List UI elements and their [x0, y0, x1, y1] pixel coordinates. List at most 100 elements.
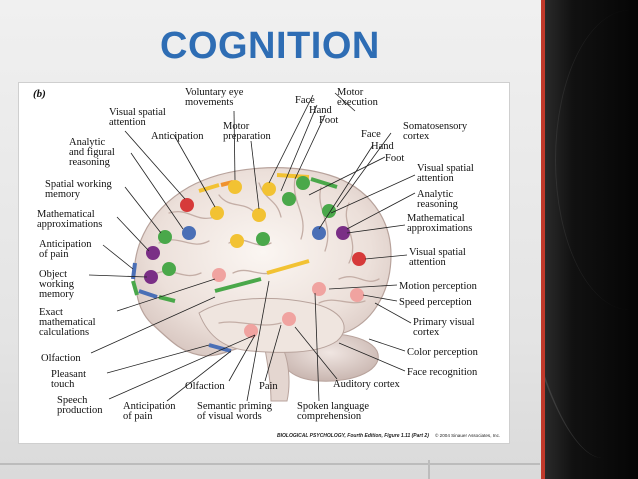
dot-red [180, 198, 194, 212]
panel-label: (b) [33, 88, 46, 100]
label-line: Visual spatial [409, 247, 466, 258]
dot-red [352, 252, 366, 266]
dot-pink [350, 288, 364, 302]
label-line: Anticipation [151, 131, 204, 142]
label-line: and figural [69, 147, 115, 158]
label-line: of pain [39, 249, 69, 260]
label-motion-perception: Motion perception [399, 281, 478, 292]
label-line: cortex [403, 131, 430, 142]
label-line: Pleasant [51, 369, 86, 380]
label-line: Exact [39, 307, 63, 318]
figure-caption: BIOLOGICAL PSYCHOLOGY, Fourth Edition, F… [277, 433, 429, 439]
label-line: Somatosensory [403, 121, 468, 132]
label-hand-right: Hand [371, 141, 394, 152]
label-line: Hand [309, 105, 332, 116]
label-line: Spatial working [45, 179, 113, 190]
leader-lines [88, 92, 416, 402]
stripe-green-bottom [158, 295, 176, 303]
label-face-right: Face [361, 129, 381, 140]
decorative-dark-panel [545, 0, 638, 479]
label-line: Face recognition [407, 367, 478, 378]
label-line: approximations [37, 219, 102, 230]
stripe-yellow-mid [266, 259, 310, 275]
label-line: Spoken language [297, 401, 369, 412]
dot-pink [212, 268, 226, 282]
dot-yellow [210, 206, 224, 220]
brain-illustration [131, 167, 392, 402]
brain-diagram: Voluntary eyemovementsFaceHandFootMotore… [33, 87, 500, 439]
label-line: Analytic [417, 189, 453, 200]
dot-pink [312, 282, 326, 296]
label-auditory-cortex: Auditory cortex [333, 379, 401, 390]
label-line: Speed perception [399, 297, 472, 308]
dot-yellow [252, 208, 266, 222]
label-line: attention [409, 257, 446, 268]
label-line: memory [39, 289, 75, 300]
label-hand-top: Hand [309, 105, 332, 116]
dot-purple [336, 226, 350, 240]
brainstem [264, 344, 290, 402]
label-line: Olfaction [41, 353, 81, 364]
label-line: Anticipation [123, 401, 176, 412]
label-line: Color perception [407, 347, 479, 358]
label-line: Motor [223, 121, 250, 132]
label-color-perception: Color perception [407, 347, 479, 358]
label-line: reasoning [69, 157, 111, 168]
dot-green [162, 262, 176, 276]
label-line: memory [45, 189, 81, 200]
label-olfaction-left: Olfaction [41, 353, 81, 364]
label-line: Visual spatial [417, 163, 474, 174]
dot-blue [182, 226, 196, 240]
temporal-lobe [198, 297, 345, 353]
dot-purple [146, 246, 160, 260]
label-line: attention [417, 173, 454, 184]
label-line: Face [295, 95, 315, 106]
label-foot-top: Foot [319, 115, 338, 126]
label-line: Motor [337, 87, 364, 98]
accent-divider [541, 0, 545, 479]
label-line: Foot [319, 115, 338, 126]
label-line: Auditory cortex [333, 379, 401, 390]
label-line: Anticipation [39, 239, 92, 250]
label-line: Mathematical [407, 213, 465, 224]
label-line: Primary visual [413, 317, 475, 328]
label-line: Motion perception [399, 281, 478, 292]
label-line: calculations [39, 327, 89, 338]
label-line: Semantic priming [197, 401, 273, 412]
label-line: production [57, 405, 103, 416]
label-line: working [39, 279, 75, 290]
label-line: of pain [123, 411, 153, 422]
label-line: Speech [57, 395, 88, 406]
dot-green [256, 232, 270, 246]
label-line: Foot [385, 153, 404, 164]
label-line: cortex [413, 327, 440, 338]
label-line: Hand [371, 141, 394, 152]
label-line: of visual words [197, 411, 262, 422]
dot-green [282, 192, 296, 206]
label-line: mathematical [39, 317, 96, 328]
label-line: preparation [223, 131, 272, 142]
label-line: Pain [259, 381, 278, 392]
stripe-green-mid [214, 277, 262, 293]
label-line: touch [51, 379, 75, 390]
label-line: comprehension [297, 411, 362, 422]
label-line: approximations [407, 223, 472, 234]
label-line: Voluntary eye [185, 87, 244, 98]
dot-yellow [230, 234, 244, 248]
stripe-blue-bottom [138, 289, 158, 299]
label-line: Visual spatial [109, 107, 166, 118]
